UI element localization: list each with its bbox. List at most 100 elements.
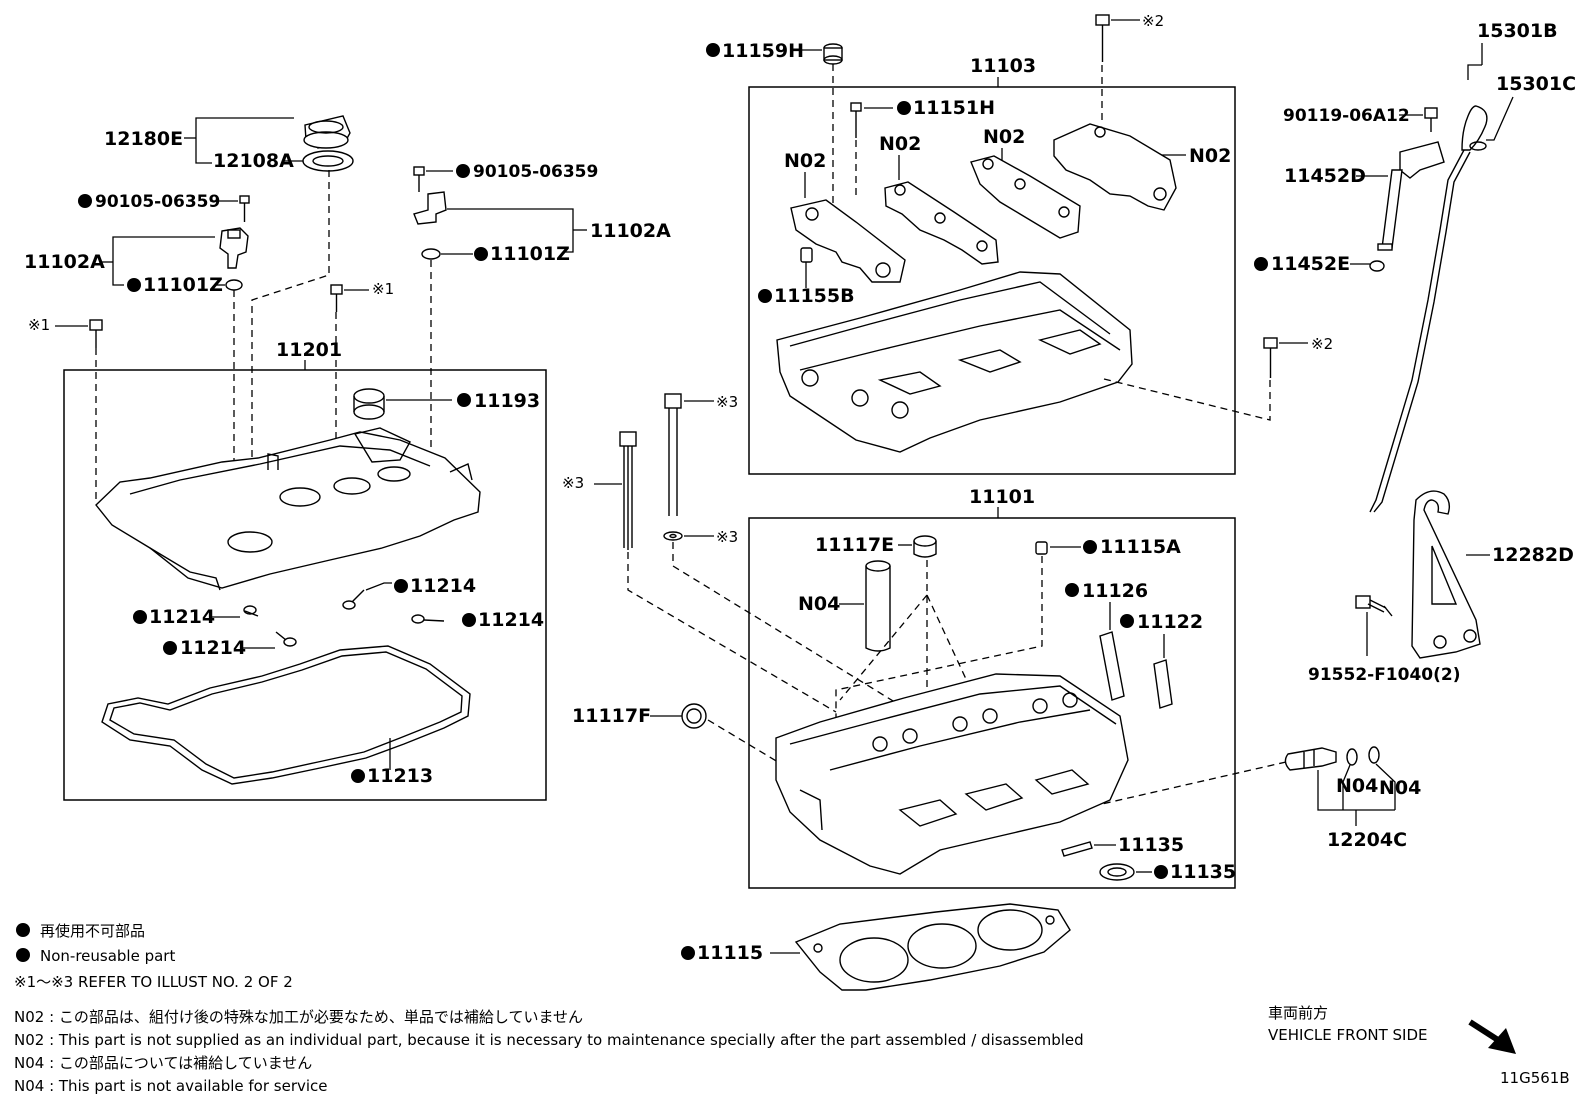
front-direction-arrow-icon bbox=[1468, 1019, 1516, 1054]
non-reusable-marker bbox=[1254, 257, 1268, 271]
legend-refer: ※1～※3 REFER TO ILLUST NO. 2 OF 2 bbox=[14, 973, 293, 991]
cylinder-head-gasket-drawing bbox=[794, 903, 1071, 991]
non-reusable-marker bbox=[456, 164, 470, 178]
non-reusable-marker bbox=[474, 247, 488, 261]
legend-nonreusable-en: Non-reusable part bbox=[40, 947, 175, 965]
plug-11117F-drawing bbox=[681, 703, 707, 729]
plug-11117E-drawing bbox=[913, 535, 937, 558]
plug-11159H-drawing bbox=[823, 43, 843, 65]
non-reusable-marker bbox=[462, 613, 476, 627]
part-90119-06A12: 90119-06A12 bbox=[1283, 106, 1410, 126]
non-reusable-marker bbox=[897, 101, 911, 115]
bolt-11151H-drawing bbox=[850, 102, 862, 138]
non-reusable-marker bbox=[163, 641, 177, 655]
gasket-11214-c bbox=[411, 614, 445, 624]
part-11214-a: 11214 bbox=[149, 606, 215, 628]
part-11117E: 11117E bbox=[815, 534, 894, 556]
o-ring-left bbox=[225, 279, 243, 291]
legend-n02-jp: N02 : この部品は、組付け後の特殊な加工が必要なため、単品では補給していませ… bbox=[14, 1008, 583, 1026]
bolt-91552-drawing bbox=[1355, 595, 1393, 617]
non-reusable-marker bbox=[16, 948, 30, 962]
cylinder-head-drawing bbox=[775, 673, 1129, 875]
non-reusable-marker bbox=[758, 289, 772, 303]
camshaft-sensor-left-drawing bbox=[219, 227, 249, 269]
n02-b: N02 bbox=[879, 133, 921, 155]
ref1-mid: ※1 bbox=[372, 280, 394, 298]
gasket-11214-b bbox=[342, 589, 365, 610]
pin-11155B-drawing bbox=[800, 247, 813, 263]
bolt-left-sensor bbox=[239, 195, 250, 222]
pin-11135-drawing bbox=[1061, 841, 1093, 857]
part-11115A: 11115A bbox=[1100, 536, 1181, 558]
part-11126: 11126 bbox=[1082, 580, 1148, 602]
oil-filler-gasket-drawing bbox=[302, 150, 354, 172]
part-11214-b: 11214 bbox=[410, 575, 476, 597]
bolt-ref2-right bbox=[1263, 337, 1278, 378]
non-reusable-marker bbox=[681, 946, 695, 960]
n04-a: N04 bbox=[798, 593, 840, 615]
part-11101: 11101 bbox=[969, 486, 1035, 508]
bolt-ref3-long-a bbox=[619, 431, 637, 550]
part-11214-c: 11214 bbox=[478, 609, 544, 631]
vehicle-front-jp: 車両前方 bbox=[1268, 1004, 1328, 1022]
non-reusable-marker bbox=[127, 278, 141, 292]
bolt-ref1-mid bbox=[330, 284, 343, 312]
bolt-ref2-top bbox=[1095, 14, 1110, 62]
part-11214-d: 11214 bbox=[180, 637, 246, 659]
camshaft-bearing-cap-4-drawing bbox=[1053, 123, 1177, 211]
part-11115: 11115 bbox=[697, 942, 763, 964]
legend-nonreusable-jp: 再使用不可部品 bbox=[40, 922, 145, 940]
camshaft-sensor-mid-drawing bbox=[413, 191, 447, 225]
part-11193: 11193 bbox=[474, 390, 540, 412]
o-ring-mid bbox=[421, 248, 441, 260]
bolt-90119-drawing bbox=[1424, 107, 1438, 132]
bolt-mid-sensor bbox=[413, 166, 425, 192]
part-11102A-left: 11102A bbox=[24, 251, 105, 273]
bracket-12282D-drawing bbox=[1411, 490, 1481, 659]
pin-11115A-drawing bbox=[1035, 541, 1048, 555]
spark-plug-tube-seal-drawing bbox=[353, 388, 385, 420]
non-reusable-marker bbox=[1120, 614, 1134, 628]
n02-a: N02 bbox=[784, 150, 826, 172]
ref3-b: ※3 bbox=[716, 393, 738, 411]
part-11102A-mid: 11102A bbox=[590, 220, 671, 242]
part-12108A: 12108A bbox=[213, 150, 294, 172]
gasket-11214-a bbox=[243, 605, 259, 617]
part-90105-06359-mid: 90105-06359 bbox=[473, 162, 598, 182]
o-ring-11452E bbox=[1369, 260, 1385, 272]
ref1-left: ※1 bbox=[28, 316, 50, 334]
n04-b: N04 bbox=[1336, 775, 1378, 797]
non-reusable-marker bbox=[78, 194, 92, 208]
part-11201: 11201 bbox=[276, 339, 342, 361]
non-reusable-marker bbox=[457, 393, 471, 407]
sensor-12204C-drawing bbox=[1284, 746, 1380, 771]
oil-level-gauge-drawing bbox=[1369, 105, 1488, 513]
non-reusable-marker bbox=[1154, 865, 1168, 879]
washer-ref3 bbox=[663, 531, 683, 541]
bolt-ref3-long-b bbox=[664, 393, 682, 516]
part-11103: 11103 bbox=[970, 55, 1036, 77]
part-12204C: 12204C bbox=[1327, 829, 1407, 851]
camshaft-housing-drawing bbox=[776, 271, 1133, 453]
camshaft-bearing-cap-1-drawing bbox=[790, 199, 906, 283]
part-11213: 11213 bbox=[367, 765, 433, 787]
non-reusable-marker bbox=[351, 769, 365, 783]
part-11101Z-left: 11101Z bbox=[143, 274, 223, 296]
guide-11126-drawing bbox=[1099, 631, 1125, 701]
non-reusable-marker bbox=[1083, 540, 1097, 554]
non-reusable-marker bbox=[394, 579, 408, 593]
part-12282D: 12282D bbox=[1492, 544, 1574, 566]
part-15301B: 15301B bbox=[1477, 20, 1558, 42]
camshaft-housing-box bbox=[748, 86, 1236, 475]
n02-c: N02 bbox=[983, 126, 1025, 148]
non-reusable-marker bbox=[1065, 583, 1079, 597]
part-11135-a: 11135 bbox=[1118, 834, 1184, 856]
n04-c: N04 bbox=[1379, 777, 1421, 799]
legend-n02-en: N02 : This part is not supplied as an in… bbox=[14, 1031, 1084, 1049]
part-12180E: 12180E bbox=[104, 128, 183, 150]
non-reusable-marker bbox=[133, 610, 147, 624]
ring-11135-drawing bbox=[1099, 863, 1135, 881]
part-15301C: 15301C bbox=[1496, 73, 1576, 95]
part-11452D: 11452D bbox=[1284, 165, 1366, 187]
